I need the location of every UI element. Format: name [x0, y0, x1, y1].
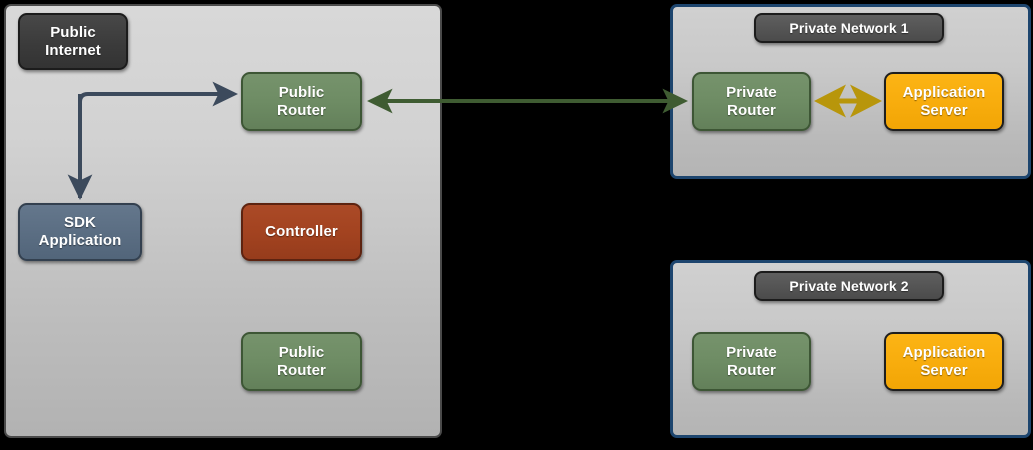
- node-public-internet-label: Public Internet: [45, 23, 101, 59]
- private-network-1-title-label: Private Network 1: [789, 19, 909, 36]
- node-public-router-top-label: Public Router: [277, 83, 326, 119]
- node-application-server-2-label: Application Server: [902, 343, 986, 379]
- node-private-router-1-label: Private Router: [726, 83, 777, 119]
- node-public-router-bottom-label: Public Router: [277, 343, 326, 379]
- private-network-2-title-label: Private Network 2: [789, 277, 909, 294]
- node-sdk-application[interactable]: SDK Application: [18, 203, 142, 261]
- node-sdk-application-label: SDK Application: [38, 214, 122, 249]
- node-public-router-top[interactable]: Public Router: [241, 72, 362, 131]
- node-public-router-bottom[interactable]: Public Router: [241, 332, 362, 391]
- node-controller-label: Controller: [265, 223, 338, 241]
- node-private-router-2[interactable]: Private Router: [692, 332, 811, 391]
- node-private-router-1[interactable]: Private Router: [692, 72, 811, 131]
- node-controller[interactable]: Controller: [241, 203, 362, 261]
- node-private-network-2-title: Private Network 2: [754, 271, 944, 301]
- node-application-server-1-label: Application Server: [902, 83, 986, 119]
- node-application-server-2[interactable]: Application Server: [884, 332, 1004, 391]
- node-application-server-1[interactable]: Application Server: [884, 72, 1004, 131]
- node-public-internet[interactable]: Public Internet: [18, 13, 128, 70]
- node-private-router-2-label: Private Router: [726, 343, 777, 379]
- node-private-network-1-title: Private Network 1: [754, 13, 944, 43]
